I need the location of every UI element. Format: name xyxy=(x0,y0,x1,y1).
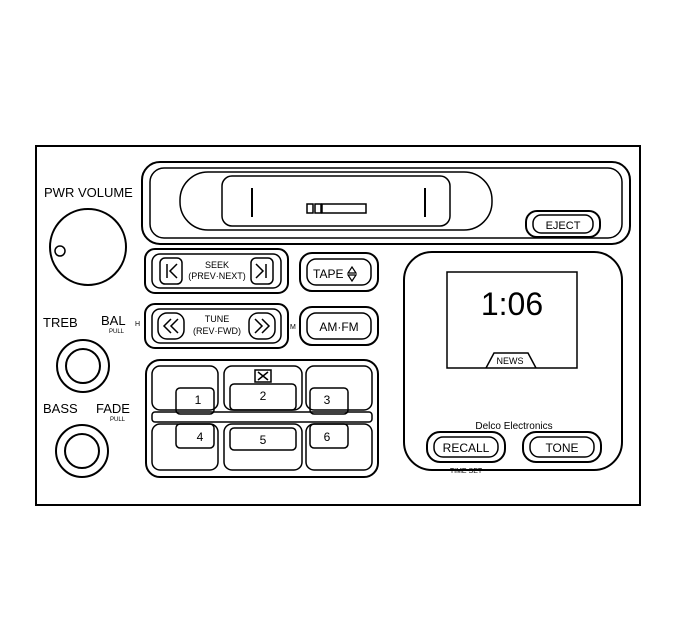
seek-label: SEEK xyxy=(205,260,229,270)
preset-label-3: 3 xyxy=(324,393,331,407)
tune-label: TUNE xyxy=(205,314,230,324)
preset-label-5: 5 xyxy=(260,433,267,447)
eject-label: EJECT xyxy=(546,220,581,232)
preset-2-x-icon xyxy=(254,369,272,383)
preset-label-4: 4 xyxy=(197,430,204,444)
time-set-label: TIME SET xyxy=(450,468,483,475)
preset-button-6[interactable]: 6 xyxy=(305,423,373,471)
preset-button-4[interactable]: 4 xyxy=(151,423,219,471)
tape-button[interactable]: TAPE xyxy=(299,252,379,292)
preset-button-3[interactable]: 3 xyxy=(305,365,373,415)
seek-button[interactable]: SEEK (PREV·NEXT) xyxy=(144,248,289,294)
seek-next-arrow-icon xyxy=(255,263,267,279)
am-fm-button[interactable]: AM·FM xyxy=(299,306,379,346)
bass-fade-knob[interactable] xyxy=(55,424,109,478)
tape-label: TAPE xyxy=(313,267,343,281)
news-label: NEWS xyxy=(497,356,524,366)
preset-button-5[interactable]: 5 xyxy=(223,423,303,471)
tune-rev-arrow-icon xyxy=(162,318,179,334)
bal-pull-label: PULL xyxy=(109,329,125,335)
bal-label: BAL xyxy=(101,313,126,328)
tune-rev-icon xyxy=(157,312,185,340)
seek-prev-arrow-icon xyxy=(166,263,178,279)
clock-display: 1:06 xyxy=(481,286,543,322)
treble-balance-knob[interactable] xyxy=(56,339,110,393)
recall-button[interactable]: RECALL xyxy=(426,431,506,463)
m-label: M xyxy=(290,324,296,331)
recall-label: RECALL xyxy=(443,441,490,455)
tune-fwd-icon xyxy=(248,312,276,340)
lcd-screen xyxy=(446,271,578,369)
radio-faceplate xyxy=(35,145,641,506)
tape-direction-icon xyxy=(346,265,358,283)
volume-knob[interactable] xyxy=(49,208,127,286)
preset-button-1[interactable]: 1 xyxy=(151,365,219,415)
seek-next-icon xyxy=(250,257,274,285)
display-panel: 1:06 NEWS xyxy=(403,251,623,471)
preset-button-2[interactable]: 2 xyxy=(223,365,303,411)
preset-label-6: 6 xyxy=(324,430,331,444)
eject-button[interactable]: EJECT xyxy=(525,210,601,238)
tune-button[interactable]: TUNE (REV·FWD) xyxy=(144,303,289,349)
seek-prev-icon xyxy=(159,257,183,285)
tune-sublabel: (REV·FWD) xyxy=(193,326,241,336)
preset-label-2: 2 xyxy=(260,389,267,403)
bass-label: BASS xyxy=(43,401,78,416)
am-fm-label: AM·FM xyxy=(319,320,358,334)
brand-label: Delco Electronics xyxy=(475,421,552,432)
pwr-volume-label: PWR VOLUME xyxy=(44,185,133,200)
preset-block xyxy=(145,359,379,478)
preset-label-1: 1 xyxy=(195,393,202,407)
tune-fwd-arrow-icon xyxy=(254,318,271,334)
seek-sublabel: (PREV·NEXT) xyxy=(188,271,246,281)
cassette-slot[interactable] xyxy=(141,161,631,245)
treb-label: TREB xyxy=(43,315,78,330)
fade-label: FADE xyxy=(96,401,130,416)
tone-label: TONE xyxy=(545,441,578,455)
fade-pull-label: PULL xyxy=(110,417,126,423)
tone-button[interactable]: TONE xyxy=(522,431,602,463)
h-label: H xyxy=(135,321,140,328)
